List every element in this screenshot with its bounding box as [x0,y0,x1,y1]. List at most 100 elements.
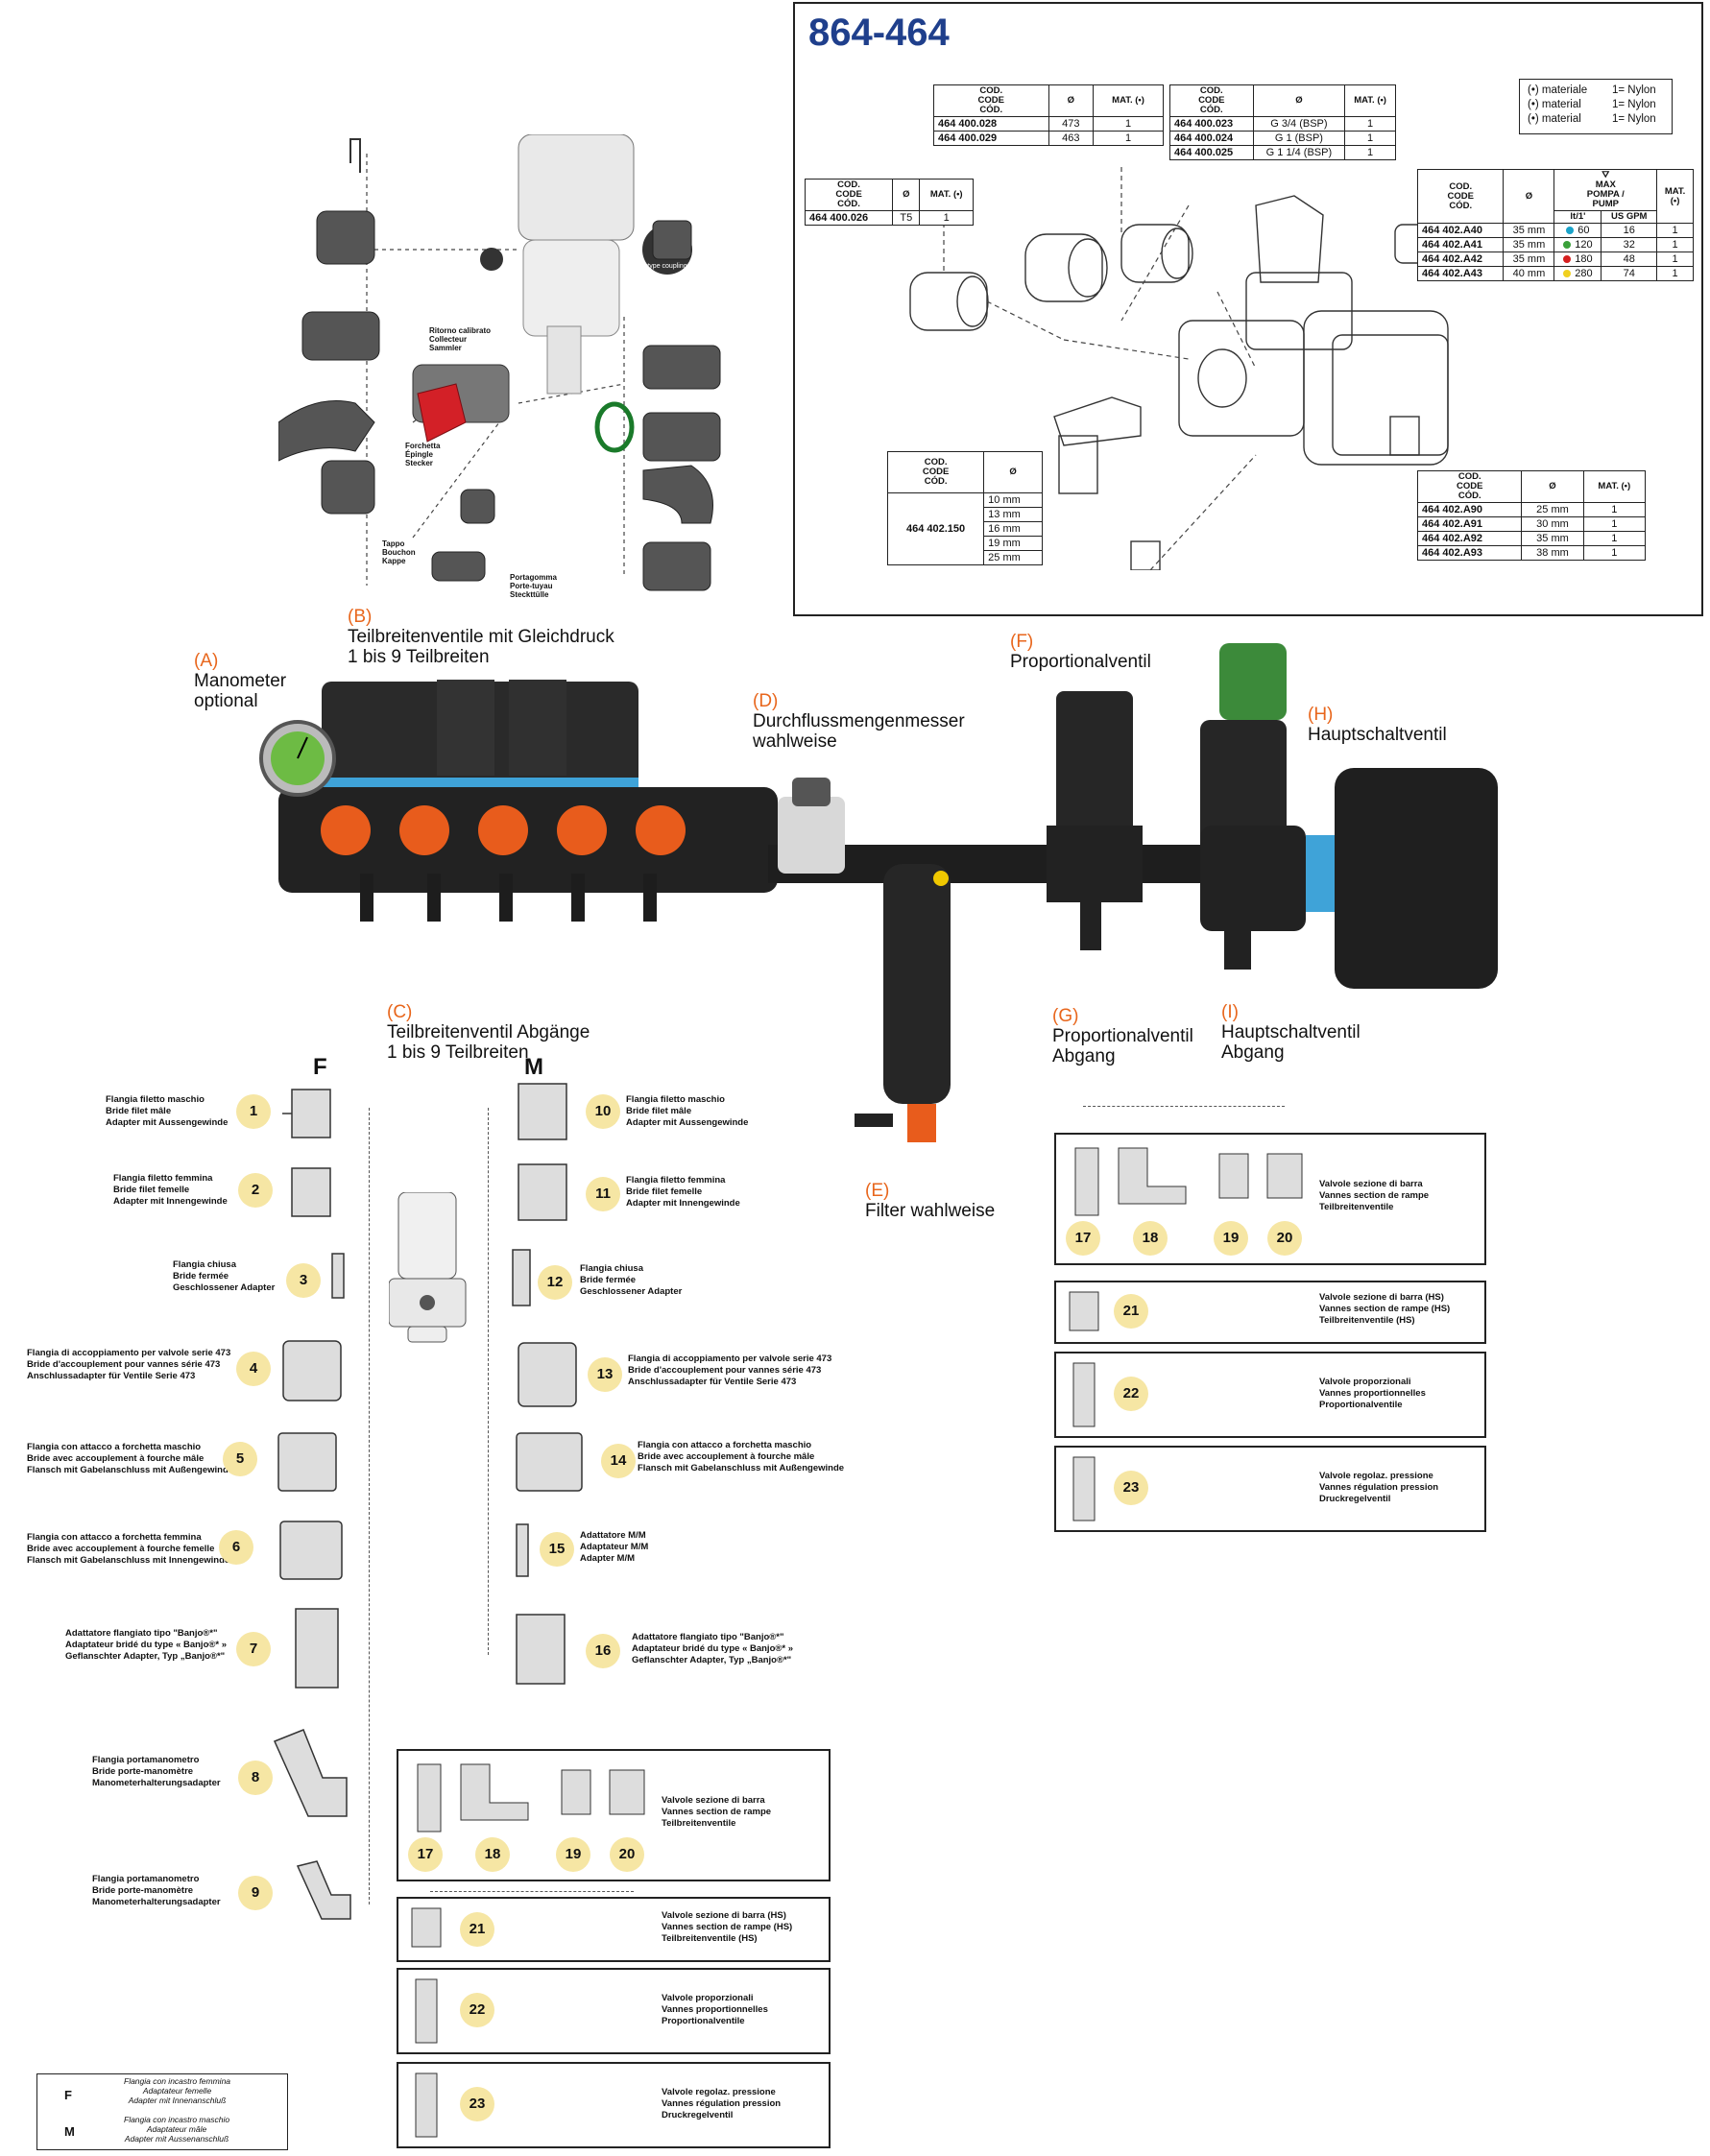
outlet-text: Valvole regolaz. pressione Vannes régula… [1319,1471,1439,1504]
callout-text: Durchflussmengenmesser wahlweise [753,711,965,752]
part-number: 9 [238,1876,273,1910]
adapter-mm-drawing [516,1523,529,1577]
outlet-press-drawing [1072,1456,1096,1521]
callout-text: Manometer optional [194,671,287,711]
part-text: Flangia di accoppiamento per valvole ser… [27,1348,231,1381]
outlet-box-prop-right: 22 Valvole proporzionali Vannes proporti… [1054,1352,1486,1438]
callout-letter: (C) [387,1002,413,1022]
part-number: 21 [1114,1294,1148,1329]
forchetta-label: Forchetta Épingle Stecker [405,442,441,467]
callout-text: Hauptschaltventil [1308,725,1447,745]
outlet-box-press: 23 Valvole regolaz. pressione Vannes rég… [397,2062,831,2148]
callout-text: Teilbreitenventile mit Gleichdruck 1 bis… [348,627,614,667]
part-number: 21 [460,1912,494,1947]
part-number: 22 [1114,1377,1148,1411]
legend-text-F: Flangia con incastro femmina Adaptateur … [124,2076,231,2105]
outlet-text: Valvole proporzionali Vannes proportionn… [1319,1377,1426,1410]
outlet-text: Valvole proporzionali Vannes proportionn… [662,1993,768,2026]
callout-letter: (H) [1308,705,1334,725]
ritorno-label: Ritorno calibrato Collecteur Sammler [429,326,492,352]
outlet-text: Valvole sezione di barra (HS) Vannes sec… [1319,1292,1451,1326]
callout-letter: (A) [194,651,219,671]
callout-I: (I) Hauptschaltventil Abgang [1221,1002,1361,1063]
part-number: 12 [538,1265,572,1300]
fm-legend: F Flangia con incastro femmina Adaptateu… [36,2073,288,2150]
part-number: 7 [236,1632,271,1666]
part-number: 16 [586,1634,620,1668]
flange-coupling-473-drawing [282,1340,342,1401]
part-number: 4 [236,1352,271,1386]
exploded-valve-drawing: T4 type coupling [278,134,721,591]
valve-assembly-photo [259,643,1498,1142]
part-number: 6 [219,1530,253,1565]
flange-banjo-drawing [516,1614,566,1685]
outlet-box-section: 17 18 19 20 Valvole sezione di barra Van… [397,1749,831,1881]
model-title: 864-464 [808,12,950,54]
flange-gauge-holder-drawing [273,1729,348,1817]
part-text: Adattatore flangiato tipo "Banjo®*" Adap… [65,1628,227,1662]
callout-text: Hauptschaltventil Abgang [1221,1022,1361,1063]
connector-line-M [488,1108,489,1655]
flange-male-thread-drawing [282,1089,331,1138]
part-number: 23 [460,2087,494,2121]
callout-text: Proportionalventil Abgang [1052,1026,1193,1066]
outlet-fittings-drawing [1074,1147,1303,1216]
part-number: 18 [1133,1221,1168,1256]
outlet-text: Valvole sezione di barra (HS) Vannes sec… [662,1910,793,1944]
part-number: 2 [238,1173,273,1208]
flange-gauge-holder-2-drawing [296,1860,351,1920]
callout-letter: (D) [753,691,779,711]
part-number: 11 [586,1177,620,1211]
flange-fork-female-drawing [279,1521,343,1580]
part-number: 17 [408,1837,443,1872]
outlet-hs-drawing [411,1907,442,1948]
part-number: 10 [586,1094,620,1129]
part-number: 17 [1066,1221,1100,1256]
part-number: 19 [556,1837,590,1872]
outlet-box-section-right: 17 18 19 20 Valvole sezione di barra Van… [1054,1133,1486,1265]
outlet-fittings-drawing [417,1763,645,1833]
column-header-M: M [524,1054,543,1080]
part-number: 20 [1267,1221,1302,1256]
flange-fork-male-drawing [516,1432,583,1492]
flange-female-thread-drawing [518,1163,567,1221]
part-number: 14 [601,1444,636,1478]
outlet-prop-drawing [1072,1362,1096,1427]
outlet-box-hs-right: 21 Valvole sezione di barra (HS) Vannes … [1054,1281,1486,1344]
part-text: Flangia di accoppiamento per valvole ser… [628,1353,832,1387]
part-text: Flangia con attacco a forchetta femmina … [27,1532,230,1566]
flange-closed-drawing [512,1249,531,1306]
part-text: Flangia chiusa Bride fermée Geschlossene… [580,1263,683,1297]
part-text: Adattatore flangiato tipo "Banjo®*" Adap… [632,1632,793,1665]
part-number: 3 [286,1263,321,1298]
part-text: Flangia portamanometro Bride porte-manom… [92,1874,221,1907]
color-dot-icon [1563,270,1572,278]
connector-line-right [1083,1106,1285,1130]
color-dot-icon [1563,241,1572,250]
part-number: 5 [223,1442,257,1476]
callout-E: (E) Filter wahlweise [865,1181,995,1221]
pump-icon: ⛛ [1602,170,1610,180]
t4-badge-subtext: type coupling [647,263,686,270]
part-text: Flangia filetto maschio Bride filet mâle… [106,1094,229,1128]
callout-D: (D) Durchflussmengenmesser wahlweise [753,691,965,752]
part-number: 22 [460,1993,494,2027]
outlet-box-prop: 22 Valvole proporzionali Vannes proporti… [397,1968,831,2054]
callout-C: (C) Teilbreitenventil Abgänge 1 bis 9 Te… [387,1002,590,1063]
part-number: 23 [1114,1471,1148,1505]
part-text: Flangia filetto femmina Bride filet feme… [626,1175,740,1209]
part-number: 15 [540,1532,574,1567]
outlet-text: Valvole sezione di barra Vannes section … [662,1795,772,1829]
outlet-hs-drawing [1069,1291,1099,1331]
flange-female-thread-drawing [291,1167,331,1217]
